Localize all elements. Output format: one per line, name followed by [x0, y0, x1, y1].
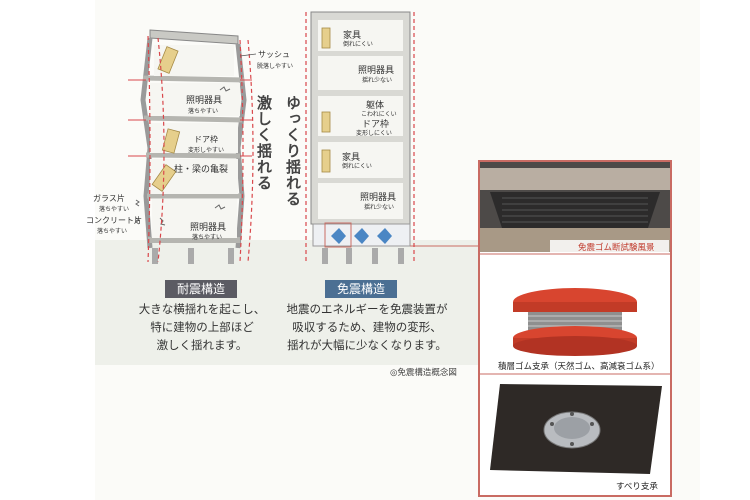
photo-caption-rubber: 積層ゴム支承（天然ゴム、高減衰ゴム系）: [498, 362, 660, 372]
door-label: ドア枠: [194, 134, 218, 144]
lighting2-r-sub-label: 揺れ少ない: [364, 203, 394, 211]
seismic-structure-badge: 耐震構造: [165, 280, 238, 298]
isolation-desc-line-3: 揺れが大幅に少なくなります。: [287, 338, 447, 352]
photo-caption-test: 免震ゴム断試験風景: [578, 243, 655, 253]
concrete-label: コンクリート片: [86, 215, 142, 225]
lighting-r-label: 照明器具: [358, 65, 394, 76]
lighting2-sub-label: 落ちやすい: [192, 233, 222, 241]
right-building: 家具 倒れにくい 照明器具 揺れ少ない 躯体 こわれにくい ドア枠 変形しにくい…: [305, 11, 478, 264]
column-crack-label: 柱・梁の亀裂: [174, 163, 228, 175]
left-vertical-text: 激しく揺れる: [255, 95, 273, 191]
seismic-desc-line-1: 大きな横揺れを起こし、: [138, 302, 266, 316]
furniture-sub-label: 倒れにくい: [343, 40, 373, 48]
sash-label: サッシュ: [258, 50, 290, 59]
sliding-bearing-photo: [490, 384, 662, 474]
glass-label: ガラス片: [93, 193, 125, 203]
frame-label: 躯体: [366, 99, 384, 111]
left-building: サッシュ 脱落しやすい 照明器具 落ちやすい ドア枠 変形しやすい 柱・梁の亀裂…: [86, 29, 293, 264]
lower-band: [95, 240, 480, 365]
seismic-desc-line-2: 特に建物の上部ほど: [150, 320, 254, 334]
lighting-r-sub-label: 揺れ少ない: [362, 76, 392, 84]
isolation-description: 地震のエネルギーを免震装置が 吸収するため、建物の変形、 揺れが大幅に少なくなり…: [262, 300, 472, 354]
photo-caption-sliding: すべり支承: [616, 482, 658, 492]
photo-illustrations: [480, 162, 670, 474]
laminated-rubber-photo: [513, 288, 637, 356]
door-sub-label: 変形しやすい: [188, 146, 224, 154]
concrete-sub-label: 落ちやすい: [97, 227, 127, 235]
seismic-desc-line-3: 激しく揺れます。: [156, 338, 248, 352]
lighting-sub-label: 落ちやすい: [188, 107, 218, 115]
diagram-caption: ◎免震構造概念図: [390, 368, 457, 378]
seismic-description: 大きな横揺れを起こし、 特に建物の上部ほど 激しく揺れます。: [112, 300, 292, 354]
furniture2-label: 家具: [342, 151, 360, 163]
right-vertical-text: ゆっくり揺れる: [284, 95, 302, 207]
furniture2-sub-label: 倒れにくい: [342, 162, 372, 170]
frame-sub-label: こわれにくい: [361, 111, 397, 118]
lighting-label: 照明器具: [186, 95, 222, 106]
bearing-test-photo: [480, 162, 670, 252]
photo-panel: 免震ゴム断試験風景 積層ゴム支承（天然ゴム、高減衰ゴム系） すべり支承: [478, 160, 672, 497]
door-r-label: ドア枠: [362, 118, 389, 130]
lighting2-label: 照明器具: [190, 222, 226, 233]
door-r-sub-label: 変形しにくい: [356, 129, 392, 137]
sash-sub-label: 脱落しやすい: [257, 62, 293, 70]
glass-sub-label: 落ちやすい: [99, 205, 129, 213]
isolation-structure-badge: 免震構造: [325, 280, 398, 298]
isolation-desc-line-2: 吸収するため、建物の変形、: [292, 320, 442, 334]
furniture-label: 家具: [343, 29, 361, 41]
isolation-desc-line-1: 地震のエネルギーを免震装置が: [286, 302, 448, 316]
lighting2-r-label: 照明器具: [360, 192, 396, 203]
